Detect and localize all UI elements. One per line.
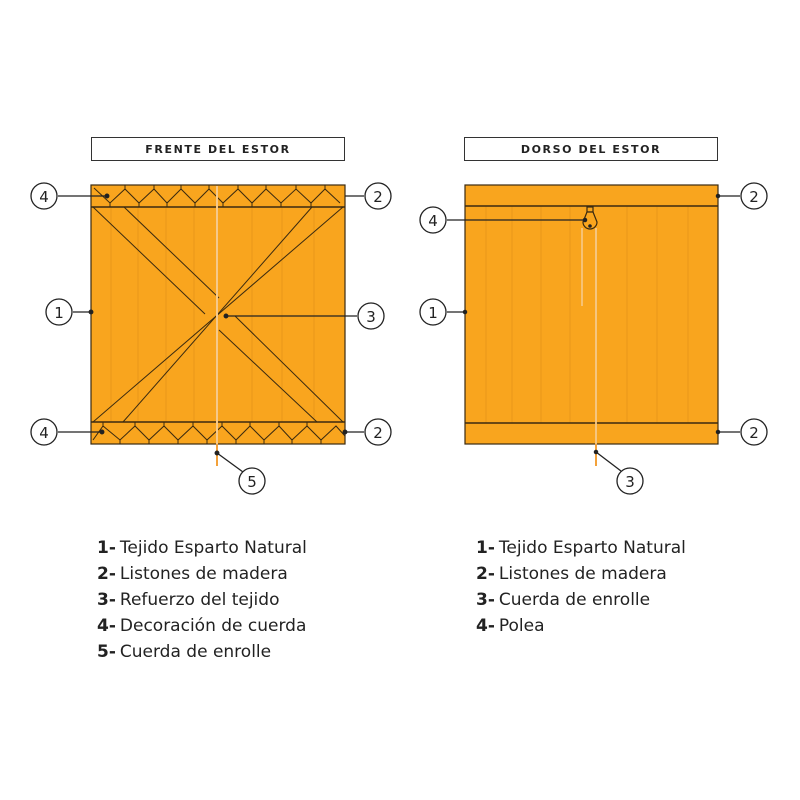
callout-back-2-top	[740, 182, 768, 210]
front-legend-item-3: 3-Refuerzo del tejido	[97, 587, 307, 613]
svg-text:4: 4	[428, 212, 438, 230]
callout-front-4-bottom	[30, 418, 58, 446]
svg-text:1: 1	[428, 304, 438, 322]
front-legend-item-5: 5-Cuerda de enrolle	[97, 639, 307, 665]
legend-label: Polea	[498, 616, 545, 636]
legend-number: 3-	[97, 590, 116, 610]
back-weave-stripes	[485, 206, 689, 423]
svg-text:2: 2	[749, 188, 759, 206]
legend-label: Tejido Esparto Natural	[119, 538, 307, 558]
back-legend-item-3: 3-Cuerda de enrolle	[476, 587, 686, 613]
legend-number: 4-	[476, 616, 495, 636]
front-legend: 1-Tejido Esparto Natural 2-Listones de m…	[97, 535, 307, 665]
callout-front-2-top	[364, 182, 392, 210]
callout-front-5	[238, 467, 266, 495]
callout-front-4-top	[30, 182, 58, 210]
front-bottom-cord-ticks	[102, 422, 322, 444]
callout-front-1	[45, 298, 73, 326]
front-panel-title: FRENTE DEL ESTOR	[91, 137, 345, 161]
front-legend-item-2: 2-Listones de madera	[97, 561, 307, 587]
callout-back-1	[419, 298, 447, 326]
back-legend-item-4: 4-Polea	[476, 613, 686, 639]
pulley-icon	[582, 206, 598, 230]
legend-number: 2-	[97, 564, 116, 584]
legend-label: Cuerda de enrolle	[119, 642, 272, 662]
front-legend-item-4: 4-Decoración de cuerda	[97, 613, 307, 639]
back-blind	[464, 184, 719, 466]
callout-front-3	[357, 302, 385, 330]
legend-label: Listones de madera	[119, 564, 288, 584]
legend-number: 1-	[97, 538, 116, 558]
legend-number: 2-	[476, 564, 495, 584]
legend-label: Refuerzo del tejido	[119, 590, 280, 610]
svg-text:4: 4	[39, 188, 49, 206]
legend-number: 5-	[97, 642, 116, 662]
legend-label: Cuerda de enrolle	[498, 590, 651, 610]
svg-text:5: 5	[247, 473, 257, 491]
callout-back-4	[419, 206, 447, 234]
svg-text:1: 1	[54, 304, 64, 322]
back-callout-numbers: 2 4 1 2 3	[428, 188, 759, 491]
back-legend-item-1: 1-Tejido Esparto Natural	[476, 535, 686, 561]
callout-back-3	[616, 467, 644, 495]
legend-number: 1-	[476, 538, 495, 558]
legend-number: 3-	[476, 590, 495, 610]
front-top-cord-ticks	[109, 185, 326, 207]
front-callouts	[30, 182, 392, 495]
svg-text:3: 3	[625, 473, 635, 491]
legend-label: Tejido Esparto Natural	[498, 538, 686, 558]
back-panel-title: DORSO DEL ESTOR	[464, 137, 718, 161]
front-callout-numbers: 4 2 1 3 4 2 5	[39, 188, 383, 491]
svg-text:3: 3	[366, 308, 376, 326]
svg-text:2: 2	[749, 424, 759, 442]
svg-text:2: 2	[373, 424, 383, 442]
front-weave-stripes	[110, 207, 315, 422]
front-blind	[90, 184, 346, 466]
legend-label: Decoración de cuerda	[119, 616, 307, 636]
back-callouts	[419, 182, 768, 495]
back-legend-item-2: 2-Listones de madera	[476, 561, 686, 587]
svg-text:4: 4	[39, 424, 49, 442]
svg-text:2: 2	[373, 188, 383, 206]
callout-front-2-bottom	[364, 418, 392, 446]
front-legend-item-1: 1-Tejido Esparto Natural	[97, 535, 307, 561]
callout-back-2-bottom	[740, 418, 768, 446]
back-legend: 1-Tejido Esparto Natural 2-Listones de m…	[476, 535, 686, 639]
legend-label: Listones de madera	[498, 564, 667, 584]
legend-number: 4-	[97, 616, 116, 636]
